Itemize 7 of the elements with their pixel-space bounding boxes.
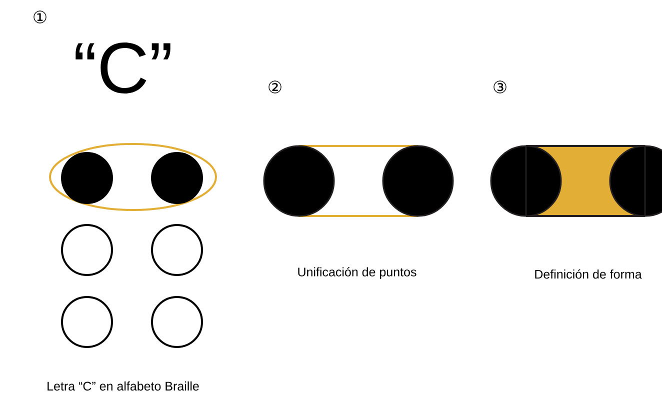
caption: Unificación de puntos xyxy=(298,267,416,279)
letter-heading: “C” xyxy=(76,42,170,94)
step-number: ① xyxy=(34,10,46,24)
step-number: ② xyxy=(268,80,282,94)
caption: Letra “C” en alfabeto Braille xyxy=(48,381,199,391)
step-number: ③ xyxy=(494,80,506,94)
caption: Definición de forma xyxy=(535,269,642,279)
